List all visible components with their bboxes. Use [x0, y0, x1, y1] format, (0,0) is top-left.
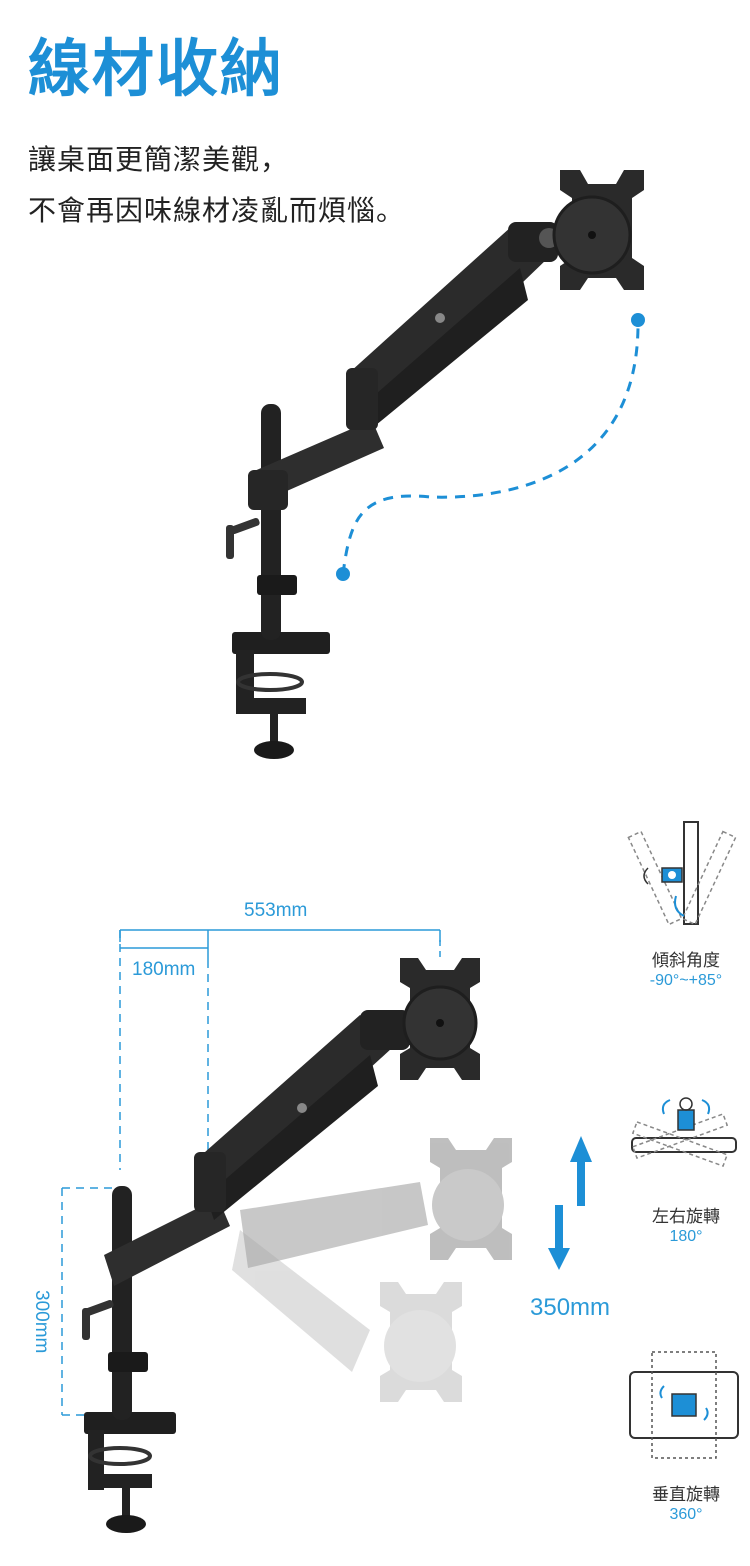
monitor-arm-ghost [240, 1138, 512, 1268]
swivel-icon [631, 1097, 737, 1168]
subtitle-line-2: 不會再因味線材凌亂而煩惱。 [28, 194, 406, 227]
monitor-arm-ghost-low [232, 1230, 462, 1402]
cable-path [336, 313, 645, 581]
rotate-icon [629, 1351, 739, 1459]
swivel-value: 180° [669, 1228, 703, 1245]
rotate-value: 360° [669, 1506, 703, 1523]
height-arrows [548, 1136, 592, 1270]
monitor-arm-bottom [82, 958, 480, 1533]
swivel-label: 左右旋轉 [652, 1207, 720, 1227]
vertical-travel-label: 350mm [530, 1294, 611, 1321]
page-title: 線材收納 [28, 32, 285, 105]
dimension-lines [61, 929, 441, 1416]
inner-reach-label: 180mm [132, 959, 196, 980]
tilt-label: 傾斜角度 [652, 951, 720, 971]
tilt-value: -90°~+85° [649, 972, 723, 989]
total-reach-label: 553mm [244, 900, 308, 921]
subtitle-line-1: 讓桌面更簡潔美觀， [28, 143, 290, 176]
monitor-arm-top [226, 170, 644, 759]
pole-height-label: 300mm [31, 1290, 52, 1354]
rotate-label: 垂直旋轉 [652, 1485, 720, 1505]
tilt-icon [627, 821, 737, 926]
